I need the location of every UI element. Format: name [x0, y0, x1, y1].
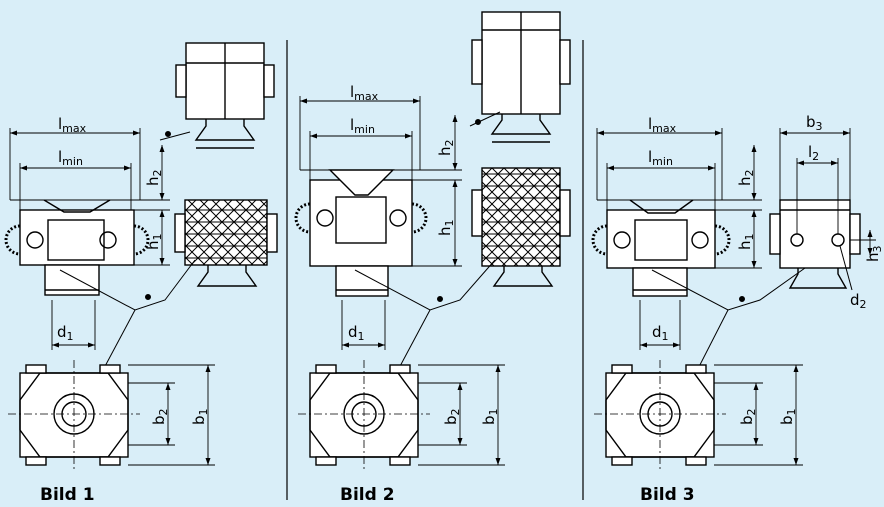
label-l-min: lmin: [58, 148, 83, 168]
label-b2: b2: [442, 408, 462, 425]
label-b2: b2: [150, 408, 170, 425]
label-b1: b1: [190, 408, 210, 425]
figure-bild-1: lmax lmin d1 h2 h1 b2 b1 Bild 1: [4, 42, 278, 505]
plan-view-block: [8, 360, 140, 470]
side-view-block: [591, 199, 731, 297]
label-h2: h2: [436, 139, 456, 156]
label-b2: b2: [738, 408, 758, 425]
top-view-block: [175, 42, 275, 149]
end-view-block: [769, 199, 861, 289]
dimension-lines: [299, 96, 505, 466]
label-h2: h2: [736, 169, 756, 186]
figure-caption: Bild 2: [340, 485, 395, 505]
figure-bild-3: lmax lmin b3 l2 d1 d2 h2 h1 h3 b2 b1 Bil…: [591, 113, 884, 505]
side-view-block: [4, 199, 150, 296]
label-h1: h1: [736, 233, 756, 250]
label-h2: h2: [144, 169, 164, 186]
label-h3: h3: [864, 245, 884, 262]
label-h1: h1: [436, 219, 456, 236]
label-l-max: lmax: [350, 83, 379, 103]
label-l-min: lmin: [350, 116, 375, 136]
label-b3: b3: [806, 113, 823, 133]
front-view-block: [174, 199, 278, 287]
label-d1: d1: [57, 323, 74, 343]
label-l-max: lmax: [648, 115, 677, 135]
dimension-lines: [9, 128, 215, 466]
front-view-block: [471, 167, 571, 287]
label-b1: b1: [480, 408, 500, 425]
label-h1: h1: [144, 233, 164, 250]
label-d1: d1: [348, 323, 365, 343]
side-view-block: [294, 169, 428, 297]
dimension-lines: [596, 128, 876, 466]
figure-caption: Bild 3: [640, 485, 695, 505]
label-l2: l2: [808, 143, 819, 163]
label-l-min: lmin: [648, 148, 673, 168]
label-d2: d2: [850, 291, 867, 311]
label-d1: d1: [652, 323, 669, 343]
plan-view-block: [298, 360, 430, 470]
figure-bild-2: lmax lmin d1 h2 h1 b2 b1 Bild 2: [294, 11, 571, 505]
top-view-block: [471, 11, 571, 143]
plan-view-block: [594, 360, 726, 470]
figure-caption: Bild 1: [40, 485, 95, 505]
label-b1: b1: [778, 408, 798, 425]
label-l-max: lmax: [58, 115, 87, 135]
